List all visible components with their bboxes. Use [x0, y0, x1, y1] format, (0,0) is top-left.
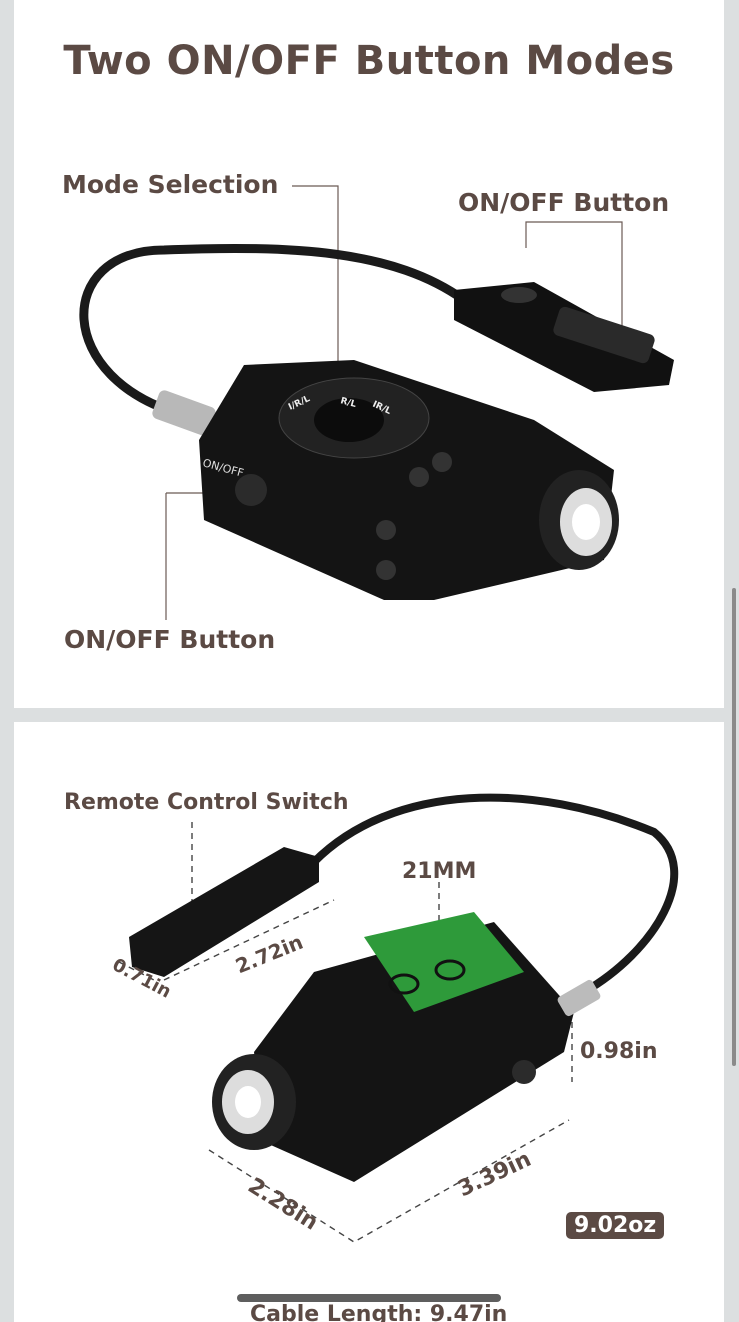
label-height: 0.98in: [580, 1039, 658, 1064]
label-remote-onoff-button: ON/OFF Button: [458, 188, 670, 217]
dimension-illustration: [118, 793, 679, 1243]
dial-marking-rl: R/L: [339, 396, 357, 410]
label-cable-length: Cable Length: 9.47in: [250, 1302, 508, 1322]
scrollbar[interactable]: [732, 588, 736, 1066]
flashlight-device-illustration: I/R/L R/L IR/L ON/OFF: [79, 185, 674, 620]
label-mode-selection: Mode Selection: [62, 170, 279, 199]
product-image-dimensions: Remote Control Switch 21MM 2.72in 0.71in…: [14, 722, 724, 1322]
page-title: Two ON/OFF Button Modes: [63, 38, 675, 84]
label-side-onoff-button: ON/OFF Button: [64, 625, 276, 654]
weight-badge: 9.02oz: [566, 1212, 665, 1239]
label-rail-size: 21MM: [402, 859, 477, 884]
home-indicator[interactable]: [237, 1294, 501, 1302]
label-remote-control-switch: Remote Control Switch: [64, 790, 349, 815]
product-image-button-modes: Two ON/OFF Button Modes I/R/L R/L IR/L O…: [14, 0, 724, 708]
